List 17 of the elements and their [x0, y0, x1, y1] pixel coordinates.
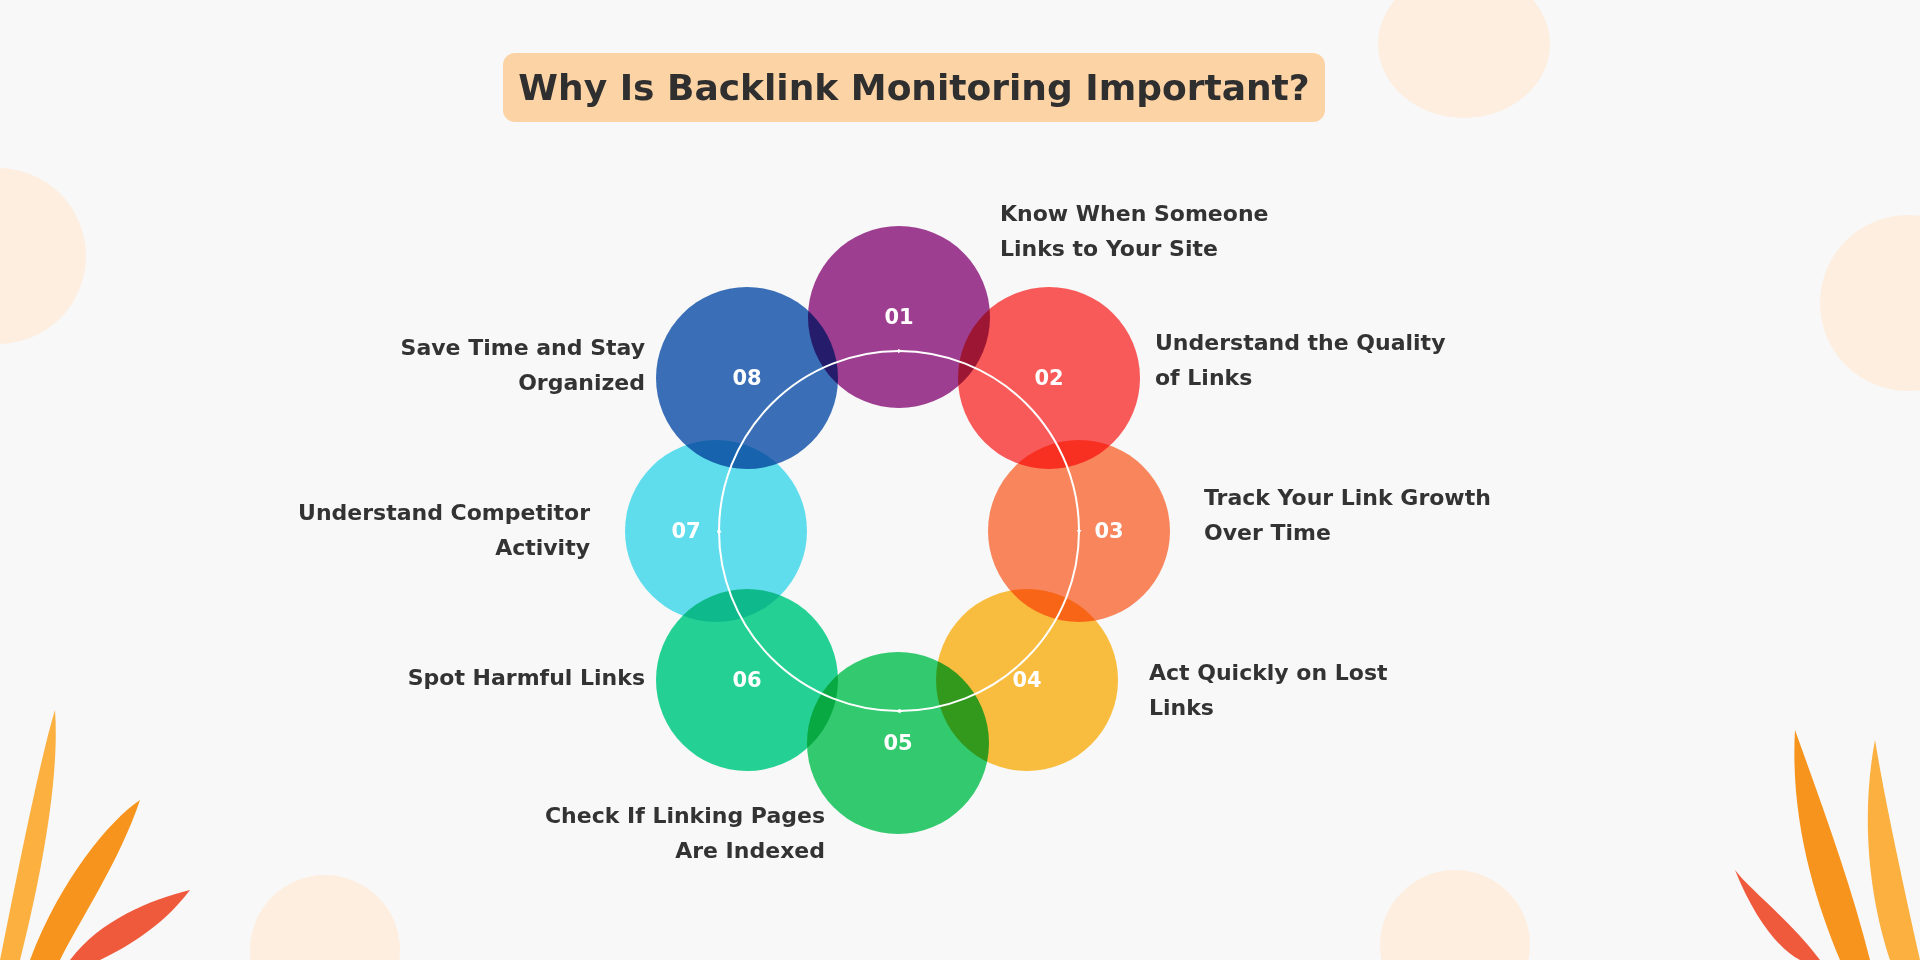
point-label: Save Time and Stay Organized — [399, 334, 645, 397]
step-number: 06 — [732, 668, 762, 692]
step-number: 04 — [1012, 668, 1042, 692]
step-number: 07 — [671, 519, 701, 543]
step-number: 02 — [1034, 366, 1064, 390]
step-number: 01 — [884, 305, 914, 329]
point-label: Know When Someone Links to Your Site — [1000, 200, 1270, 263]
step-number: 05 — [883, 731, 913, 755]
point-label: Spot Harmful Links — [406, 664, 645, 692]
step-number: 08 — [732, 366, 762, 390]
point-label: Understand the Quality of Links — [1155, 329, 1447, 392]
point-label: Check If Linking Pages Are Indexed — [543, 802, 825, 865]
title-banner: Why Is Backlink Monitoring Important? — [503, 53, 1325, 122]
point-label: Understand Competitor Activity — [297, 499, 590, 562]
point-label: Track Your Link Growth Over Time — [1204, 484, 1492, 547]
step-number: 03 — [1094, 519, 1124, 543]
point-label: Act Quickly on Lost Links — [1149, 659, 1389, 722]
